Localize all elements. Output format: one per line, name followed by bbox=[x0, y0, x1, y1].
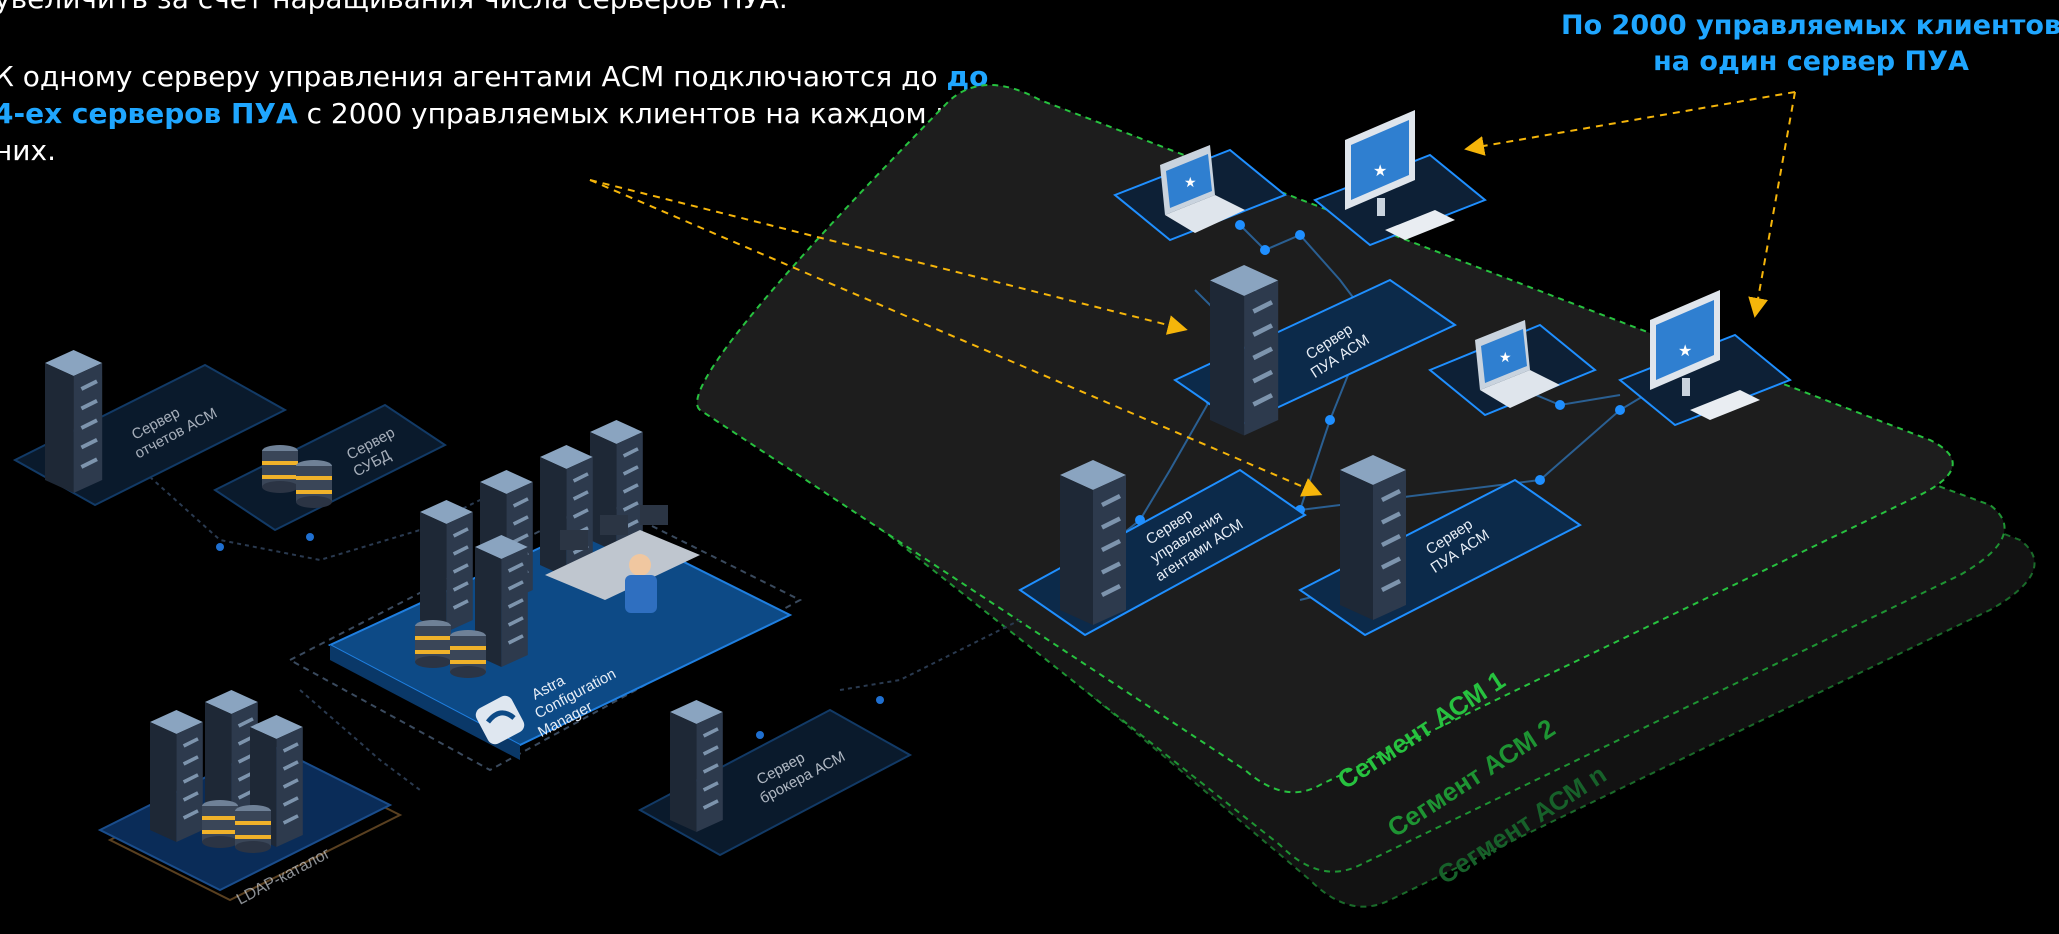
acm-logo-icon bbox=[475, 695, 525, 745]
intro-p2-pre: К одному серверу управления агентами АСМ… bbox=[0, 60, 947, 93]
left-dots bbox=[216, 533, 884, 739]
intro-line1: увеличить за счет наращивания числа серв… bbox=[0, 0, 788, 17]
server-rack-icon bbox=[1340, 455, 1406, 620]
callout-line2: на один сервер ПУА bbox=[1653, 46, 1969, 77]
server-rack-icon bbox=[1210, 265, 1278, 435]
server-rack-icon bbox=[43, 348, 105, 495]
intro-paragraph: К одному серверу управления агентами АСМ… bbox=[0, 58, 994, 169]
annotation-arrows bbox=[589, 91, 1796, 497]
callout-line1: По 2000 управляемых клиентов bbox=[1561, 10, 2059, 41]
server-rack-icon bbox=[668, 698, 725, 834]
server-rack-icon bbox=[1060, 460, 1126, 625]
database-icon bbox=[202, 800, 271, 853]
segment-1 bbox=[696, 84, 1954, 794]
operator-desk-icon bbox=[545, 505, 700, 613]
intro-p2-highlight: до 4-ех серверов ПУА bbox=[0, 60, 989, 130]
callout: По 2000 управляемых клиентов на один сер… bbox=[1551, 8, 2059, 80]
intro-p2-post: с 2000 управляемых клиентов на каждом из… bbox=[0, 97, 969, 167]
